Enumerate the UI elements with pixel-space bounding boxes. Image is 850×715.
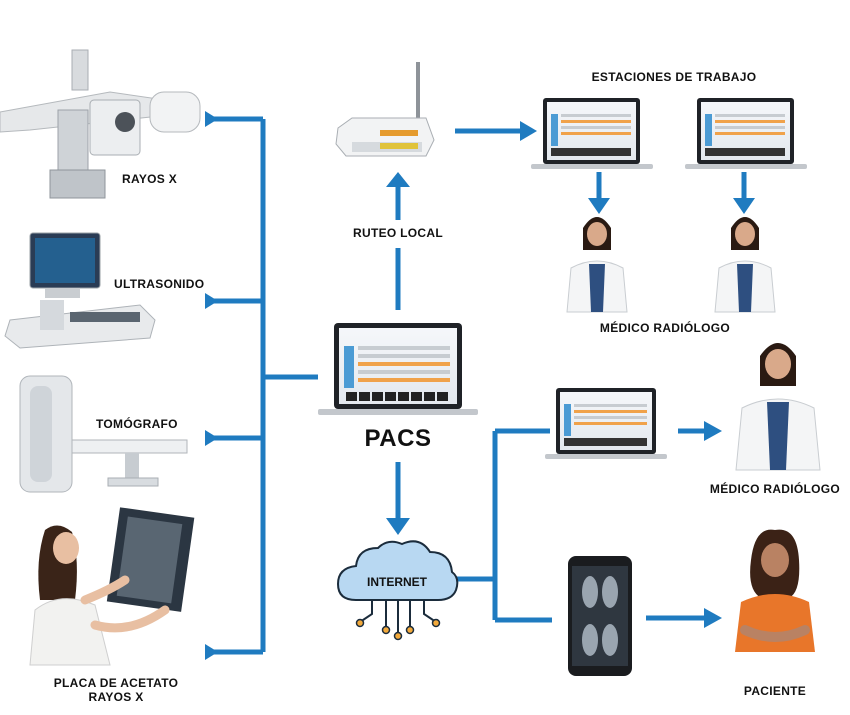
estaciones-de-trabajo-label: ESTACIONES DE TRABAJO (591, 70, 757, 84)
right-connectors (395, 128, 747, 623)
placa-acetato-label: PLACA DE ACETATO RAYOS X (54, 676, 179, 704)
cloud-icon (336, 540, 459, 641)
right-arrowheads (386, 121, 755, 628)
ct-scanner-icon (19, 375, 188, 493)
placa-acetato-label-line1: PLACA DE ACETATO (53, 676, 179, 690)
router-icon (335, 62, 435, 157)
woman-holding-xray-film-icon (29, 507, 195, 666)
doctor-1-icon (566, 217, 628, 313)
pacs-label: PACS (364, 425, 432, 452)
patient-icon (735, 529, 815, 652)
doctor-3-icon (735, 343, 821, 471)
workstation-laptop-1-icon (531, 98, 653, 169)
ruteo-local-label: RUTEO LOCAL (353, 226, 443, 240)
doctor-2-icon (714, 217, 776, 313)
medico-radiologo-label-top: MÉDICO RADIÓLOGO (599, 321, 731, 335)
ultrasound-machine-icon (4, 232, 156, 349)
placa-acetato-label-line2: RAYOS X (88, 690, 144, 704)
rayos-x-label: RAYOS X (122, 172, 178, 186)
left-arrow-tips (205, 111, 218, 660)
workstation-laptop-2-icon (685, 98, 807, 169)
ultrasonido-label: ULTRASONIDO (114, 277, 205, 291)
medico-radiologo-label-right: MÉDICO RADIÓLOGO (709, 482, 841, 496)
left-bus-connectors (210, 116, 318, 655)
xray-machine-icon (0, 49, 201, 199)
smartphone-xray-icon (568, 556, 632, 676)
paciente-label: PACIENTE (743, 684, 807, 698)
remote-laptop-icon (545, 388, 667, 459)
pacs-laptop-icon (318, 323, 478, 415)
tomografo-label: TOMÓGRAFO (96, 417, 178, 431)
internet-label: INTERNET (367, 575, 428, 589)
